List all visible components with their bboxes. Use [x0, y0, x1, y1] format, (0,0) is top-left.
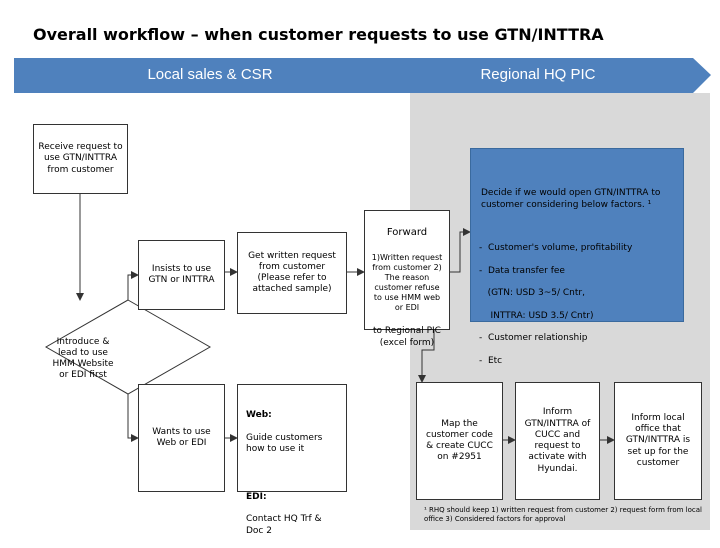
inform-gtn-box: Inform GTN/INTTRA of CUCC and request to… [515, 382, 600, 500]
lane-label-regional: Regional HQ PIC [480, 66, 596, 83]
edi-text: Contact HQ Trf & Doc 2 [246, 514, 322, 536]
decide-item: (GTN: USD 3~5/ Cntr, [479, 288, 585, 299]
decide-item: - Etc [479, 355, 503, 366]
insists-box: Insists to use GTN or INTTRA [138, 240, 225, 310]
lane-band-shape [14, 58, 711, 93]
lane-label-local: Local sales & CSR [147, 66, 273, 83]
decide-item: INTTRA: USD 3.5/ Cntr) [479, 310, 594, 321]
web-text: Guide customers how to use it [246, 432, 323, 454]
forward-title: Forward [386, 227, 428, 239]
decision-diamond [44, 299, 212, 395]
decide-box: Decide if we would open GTN/INTTRA to cu… [470, 148, 684, 366]
decide-item: - Customer relationship [479, 333, 588, 344]
map-customer-box: Map the customer code & create CUCC on #… [416, 382, 503, 500]
wants-web-edi-box: Wants to use Web or EDI [138, 384, 225, 492]
receive-request-box: Receive request to use GTN/INTTRA from c… [33, 124, 128, 194]
forward-box: Forward 1)Written request from customer … [364, 210, 450, 348]
connector-decision-insists [127, 271, 139, 300]
introduce-label: Introduce & lead to use HMM Website or E… [52, 336, 114, 381]
forward-tail: to Regional PIC (excel form) [373, 326, 441, 348]
connector-decision-wants [127, 394, 139, 442]
get-written-request-box: Get written request from customer (Pleas… [237, 232, 347, 314]
decide-item: - Customer's volume, profitability [479, 243, 633, 254]
decide-title: Decide if we would open GTN/INTTRA to cu… [481, 188, 661, 210]
lane-header-band [14, 58, 711, 93]
footnote: ¹ RHQ should keep 1) written request fro… [424, 506, 702, 524]
web-edi-instructions-box: Web: Guide customers how to use it EDI: … [237, 384, 347, 536]
page-title: Overall workflow – when customer request… [33, 25, 604, 44]
web-heading: Web: [246, 410, 272, 421]
inform-local-box: Inform local office that GTN/INTTRA is s… [614, 382, 702, 500]
connector-forward-decide [450, 228, 471, 273]
connector-forward-map [418, 330, 435, 383]
decide-item: - Data transfer fee [479, 265, 565, 276]
forward-body: 1)Written request from customer 2) The r… [371, 253, 443, 312]
edi-heading: EDI: [246, 491, 267, 502]
